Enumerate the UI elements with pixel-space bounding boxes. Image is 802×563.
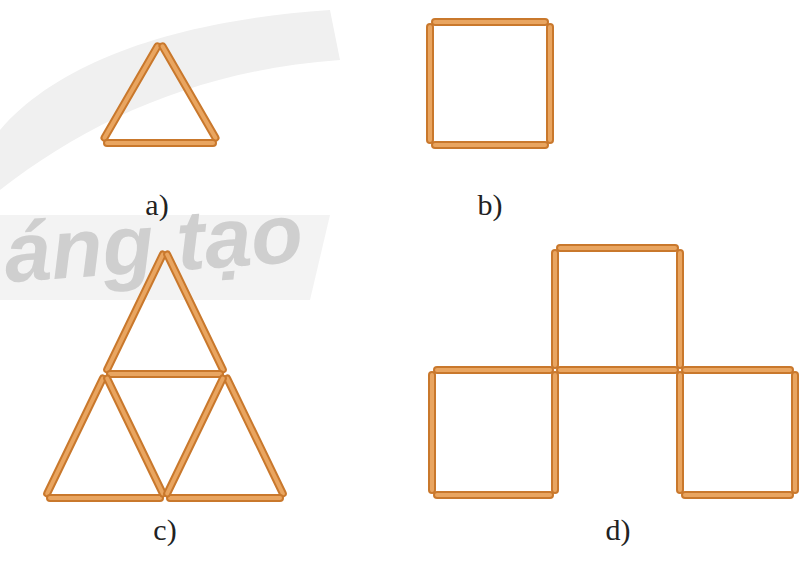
matchstick: [105, 46, 158, 137]
matchstick: [553, 253, 557, 365]
matchstick: [553, 375, 557, 490]
matchstick: [163, 46, 216, 137]
matchstick: [685, 366, 790, 374]
matchstick: [437, 368, 550, 372]
matchstick: [435, 20, 545, 24]
matchstick: [435, 18, 545, 26]
matchstick: [793, 375, 797, 490]
matchstick: [435, 141, 545, 149]
matchstick: [163, 46, 216, 137]
matchstick: [110, 370, 220, 378]
matchstick: [47, 379, 103, 494]
matchstick: [430, 375, 434, 490]
matchstick: [560, 368, 675, 372]
matchstick: [107, 141, 213, 145]
matchstick: [685, 491, 790, 499]
matchstick: [791, 375, 799, 490]
matchstick: [678, 253, 682, 365]
matchstick: [437, 493, 550, 497]
matchstick: [546, 27, 554, 140]
matchstick: [47, 379, 103, 494]
matchstick: [428, 27, 432, 140]
matchstick: [551, 375, 559, 490]
matchstick: [560, 244, 675, 252]
figure-label: a): [145, 188, 168, 222]
matchstick: [428, 375, 436, 490]
matchstick: [105, 46, 158, 137]
matchstick: [170, 496, 280, 500]
matchstick: [110, 372, 220, 376]
matchstick: [437, 491, 550, 499]
matchstick: [50, 496, 160, 500]
matchstick: [167, 379, 223, 494]
matchstick: [437, 366, 550, 374]
matchstick: [227, 379, 283, 494]
matchstick: [548, 27, 552, 140]
figure-label: c): [153, 513, 176, 547]
matchstick: [551, 253, 559, 365]
figure-label: b): [478, 188, 503, 222]
matchstick: [676, 253, 684, 365]
figure-label: d): [606, 513, 631, 547]
matchstick: [107, 379, 163, 494]
matchstick: [170, 494, 280, 502]
matchstick: [227, 379, 283, 494]
matchstick: [676, 375, 684, 490]
matchstick: [426, 27, 434, 140]
matchstick: [435, 143, 545, 147]
matchstick: [560, 246, 675, 250]
matchstick: [560, 366, 675, 374]
matchstick: [107, 139, 213, 147]
matchstick: [167, 379, 223, 494]
matchstick: [107, 379, 163, 494]
matchstick: [678, 375, 682, 490]
matchstick: [50, 494, 160, 502]
matchstick: [685, 493, 790, 497]
matchstick: [685, 368, 790, 372]
